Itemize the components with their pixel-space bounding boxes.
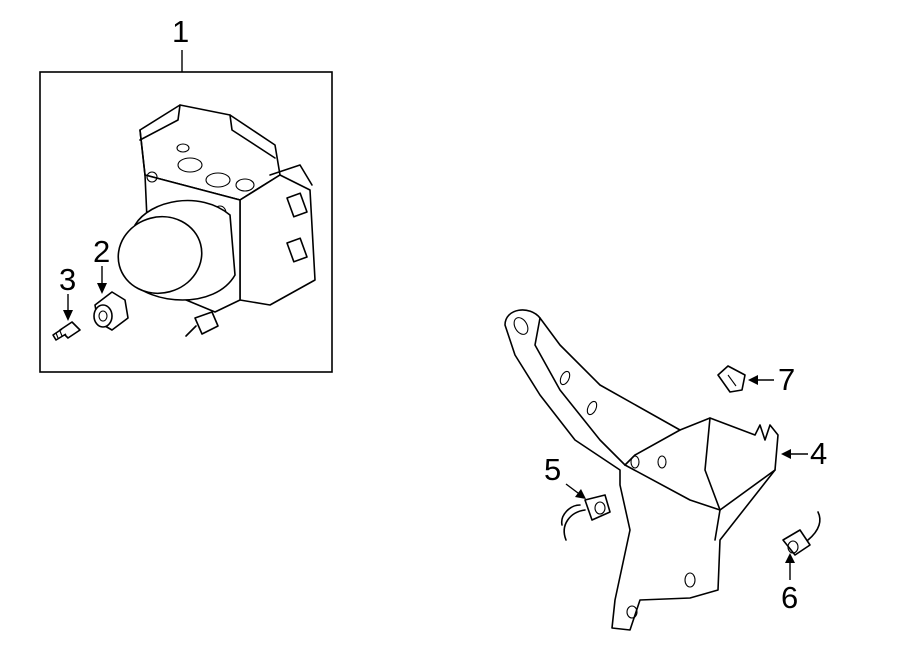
callout-5-arrow — [575, 489, 586, 499]
speed-sensor-right — [782, 511, 821, 556]
abs-assembly-frame — [39, 71, 333, 373]
abs-modulator-unit — [117, 104, 316, 337]
callout-7: 7 — [778, 362, 796, 397]
mounting-bracket — [504, 309, 779, 631]
callout-7-arrow — [748, 375, 758, 385]
callout-5: 5 — [544, 452, 562, 487]
callout-2-arrow — [97, 283, 107, 294]
callout-1: 1 — [172, 14, 190, 49]
callout-2: 2 — [93, 234, 111, 269]
callout-4: 4 — [810, 436, 828, 471]
callout-4-arrow — [781, 449, 791, 459]
callout-3: 3 — [59, 262, 77, 297]
callout-6-arrow — [785, 553, 795, 563]
callout-6: 6 — [781, 580, 799, 615]
bushing-part — [93, 291, 129, 331]
callout-3-arrow — [63, 310, 73, 321]
clip-part — [717, 365, 746, 393]
bolt-part — [52, 321, 81, 341]
speed-sensor-left — [560, 494, 611, 541]
